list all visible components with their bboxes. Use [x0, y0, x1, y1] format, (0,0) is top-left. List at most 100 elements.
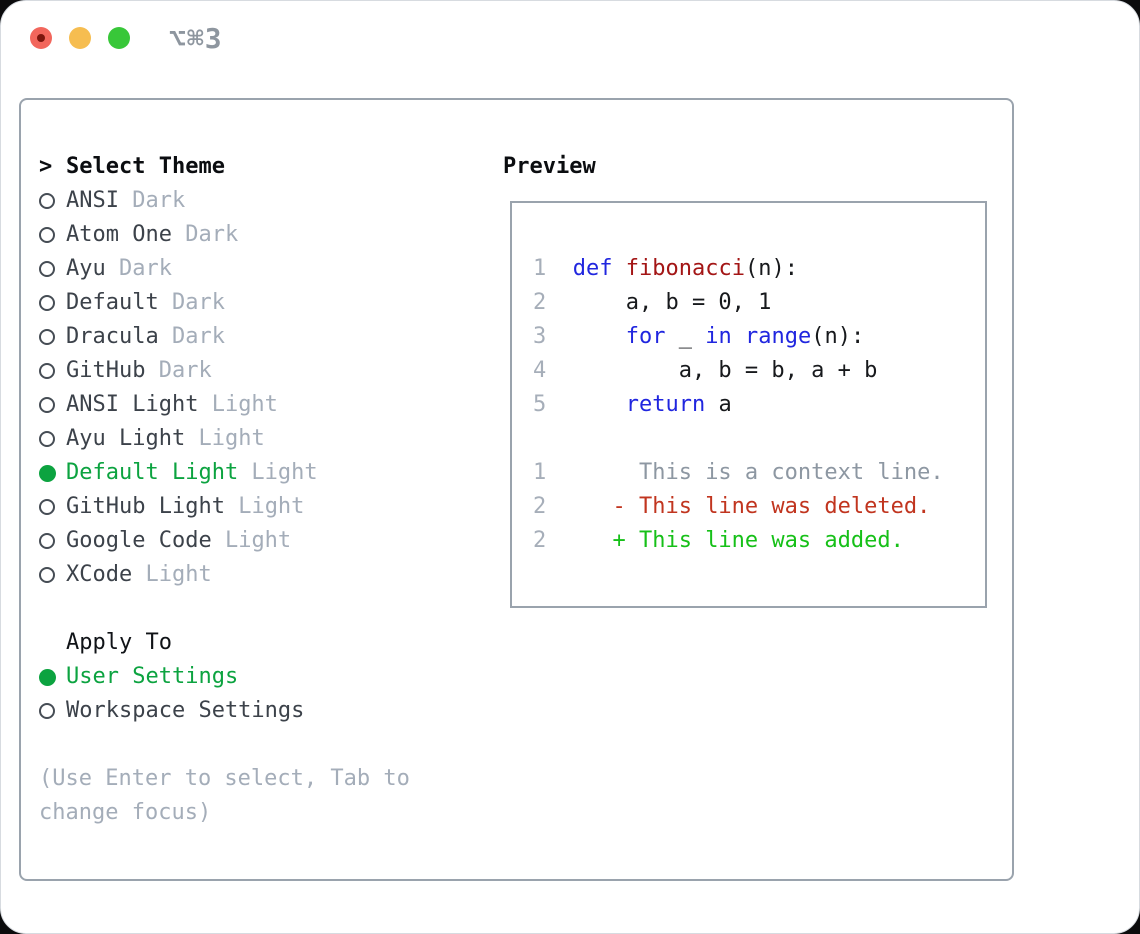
option-variant: Light: [198, 392, 278, 417]
preview-line: 1 This is a context line.: [533, 456, 985, 490]
apply-to-header-row: Apply To: [39, 626, 436, 660]
close-button[interactable]: [30, 27, 52, 49]
radio-icon: [39, 397, 55, 413]
line-number: 2: [533, 290, 547, 315]
preview-line: [533, 422, 985, 456]
radio-cell: [39, 295, 66, 311]
theme-option-ansi[interactable]: ANSI Dark: [39, 184, 436, 218]
radio-cell: [39, 499, 66, 515]
option-label: ANSI: [66, 188, 119, 213]
spacer: [39, 592, 436, 626]
line-number: 1: [533, 460, 547, 485]
radio-icon: [39, 227, 55, 243]
option-label: Default: [66, 290, 159, 315]
option-label: Google Code: [66, 528, 212, 553]
option-label: XCode: [66, 562, 133, 587]
radio-cell: [39, 464, 66, 482]
apply-option-user-settings[interactable]: User Settings: [39, 660, 436, 694]
theme-option-xcode[interactable]: XCode Light: [39, 558, 436, 592]
code-token: [546, 324, 625, 349]
option-label: Atom One: [66, 222, 172, 247]
radio-icon: [39, 329, 55, 345]
radio-cell: [39, 703, 66, 719]
radio-cell: [39, 261, 66, 277]
apply-to-header: Apply To: [66, 630, 172, 655]
preview-line: 3 for _ in range(n):: [533, 320, 985, 354]
line-number: 2: [533, 528, 547, 553]
code-token: range: [744, 324, 812, 349]
preview-line: 1 def fibonacci(n):: [533, 252, 985, 286]
radio-selected-icon: [39, 464, 56, 482]
theme-option-ayu[interactable]: Ayu Dark: [39, 252, 436, 286]
zoom-button[interactable]: [108, 27, 130, 49]
theme-option-dracula[interactable]: Dracula Dark: [39, 320, 436, 354]
option-variant: Dark: [145, 358, 212, 383]
code-token: return: [625, 392, 706, 417]
option-label: User Settings: [66, 664, 239, 689]
radio-selected-icon: [39, 668, 56, 686]
code-token: - This line was deleted.: [546, 494, 931, 519]
radio-cell: [39, 329, 66, 345]
option-label: Ayu Light: [66, 426, 186, 451]
option-variant: Light: [211, 528, 292, 553]
theme-option-github-light[interactable]: GitHub Light Light: [39, 490, 436, 524]
apply-option-workspace-settings[interactable]: Workspace Settings: [39, 694, 436, 728]
code-token: def: [572, 256, 613, 281]
theme-option-ansi-light[interactable]: ANSI Light Light: [39, 388, 436, 422]
code-token: a: [705, 392, 732, 417]
select-theme-title: Select Theme: [66, 154, 225, 179]
radio-icon: [39, 261, 55, 277]
code-token: (n):: [811, 324, 865, 349]
titlebar-traffic-lights: [30, 27, 130, 49]
option-label: GitHub Light: [66, 494, 225, 519]
code-token: [546, 256, 573, 281]
code-token: [613, 256, 626, 281]
line-number: 4: [533, 358, 547, 383]
option-label: Default Light: [66, 460, 239, 485]
radio-icon: [39, 567, 55, 583]
code-token: [546, 392, 625, 417]
radio-icon: [39, 193, 55, 209]
theme-option-default[interactable]: Default Dark: [39, 286, 436, 320]
code-token: in: [705, 324, 732, 349]
preview-header: Preview: [503, 154, 596, 179]
code-token: _: [665, 324, 706, 349]
option-variant: Dark: [118, 188, 186, 213]
code-token: a, b = 0, 1: [546, 290, 772, 315]
line-number: 3: [533, 324, 547, 349]
preview-line: 2 a, b = 0, 1: [533, 286, 985, 320]
code-token: [732, 324, 745, 349]
spacer: [39, 728, 436, 762]
code-token: fibonacci: [625, 256, 745, 281]
code-token: This is a context line.: [546, 460, 944, 485]
preview-line: 2 + This line was added.: [533, 524, 985, 558]
theme-option-default-light[interactable]: Default Light Light: [39, 456, 436, 490]
preview-line: 4 a, b = b, a + b: [533, 354, 985, 388]
minimize-button[interactable]: [69, 27, 91, 49]
radio-cell: [39, 567, 66, 583]
close-active-dot-icon: [37, 34, 45, 42]
option-variant: Light: [224, 494, 305, 519]
option-variant: Light: [185, 426, 265, 451]
option-variant: Light: [132, 562, 212, 587]
code-token: + This line was added.: [546, 528, 904, 553]
option-label: ANSI Light: [66, 392, 199, 417]
theme-option-ayu-light[interactable]: Ayu Light Light: [39, 422, 436, 456]
option-variant: Light: [238, 460, 318, 485]
code-token: for: [625, 324, 666, 349]
radio-cell: [39, 227, 66, 243]
radio-icon: [39, 363, 55, 379]
radio-cell: [39, 431, 66, 447]
option-variant: Dark: [158, 324, 225, 349]
theme-option-atom-one[interactable]: Atom One Dark: [39, 218, 436, 252]
theme-option-github[interactable]: GitHub Dark: [39, 354, 436, 388]
theme-option-google-code[interactable]: Google Code Light: [39, 524, 436, 558]
option-label: Dracula: [66, 324, 159, 349]
